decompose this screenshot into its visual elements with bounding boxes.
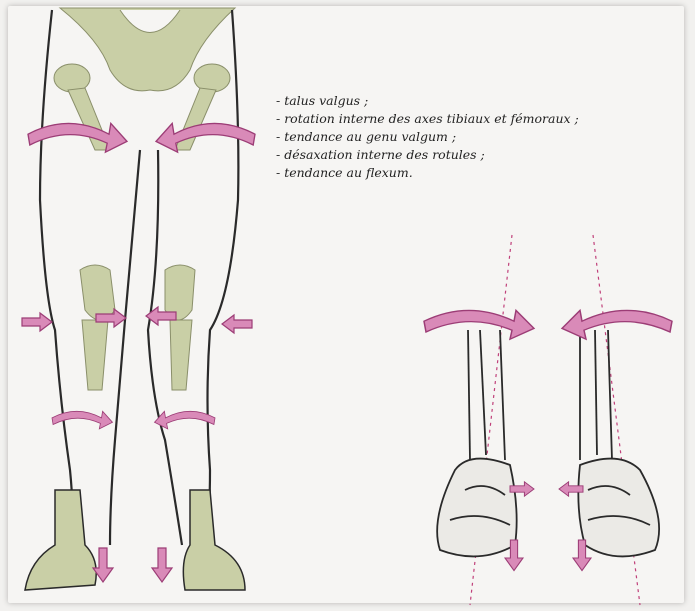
rotation-arrow-shin-right (155, 411, 216, 429)
ankle-bones-right (578, 330, 659, 556)
legend-item-patella-offset: - désaxation interne des rotules ; (276, 146, 686, 164)
medial-arrow-knee-outer-left (22, 313, 52, 331)
rotation-arrow-ankle-right (562, 310, 672, 339)
legend-list: - talus valgus ; - rotation interne des … (276, 92, 686, 182)
legend-item-talus-valgus: - talus valgus ; (276, 92, 686, 110)
rotation-arrow-hip-right (156, 123, 255, 152)
feet (25, 490, 245, 590)
ankle-bones-left (437, 330, 517, 556)
medial-arrow-knee-outer-right (222, 315, 252, 333)
rotation-arrow-hip-left (28, 123, 127, 152)
legend-item-genu-valgum: - tendance au genu valgum ; (276, 128, 686, 146)
rotation-arrow-shin-left (52, 411, 113, 429)
legend-item-internal-rotation: - rotation interne des axes tibiaux et f… (276, 110, 686, 128)
down-arrow-foot-right (152, 548, 172, 582)
legend-item-flexum: - tendance au flexum. (276, 164, 686, 182)
rotation-arrow-ankle-left (424, 310, 534, 339)
knee-bones (80, 265, 195, 390)
